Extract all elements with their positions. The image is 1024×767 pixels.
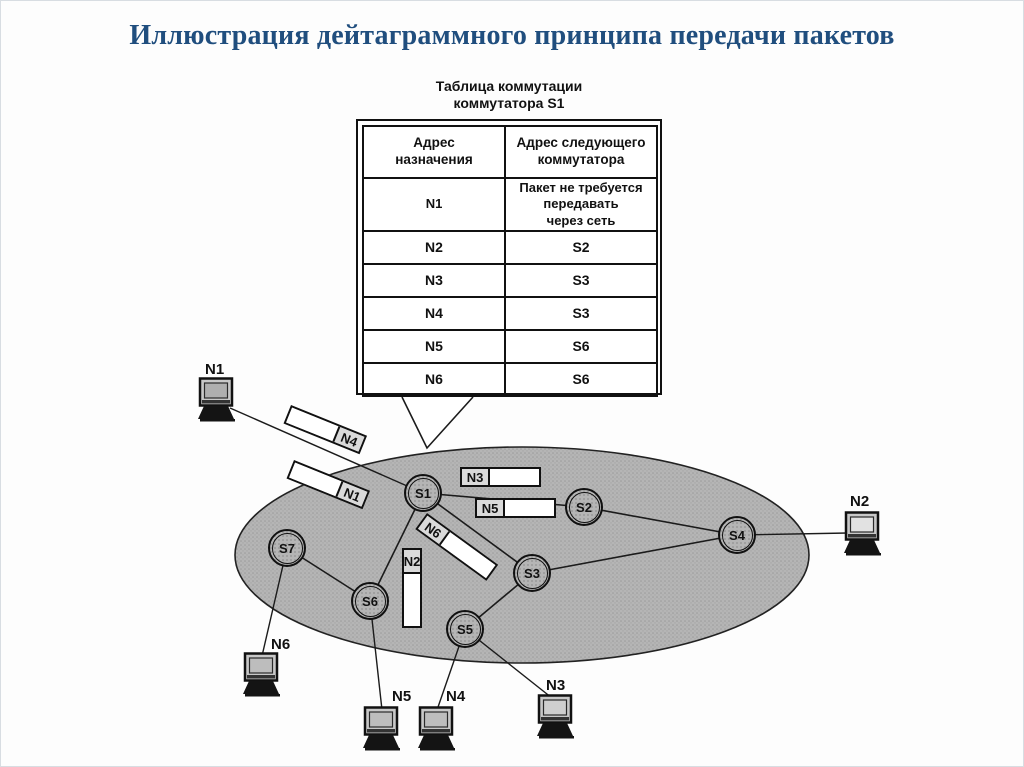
- page-title: Иллюстрация дейтаграммного принципа пере…: [129, 20, 895, 51]
- next-cell: S6: [504, 328, 658, 364]
- computer-label: N4: [446, 688, 466, 705]
- callout-pointer: [401, 396, 474, 450]
- packet-body: [505, 500, 554, 516]
- next-cell: S3: [504, 295, 658, 331]
- computer-label: N6: [271, 636, 291, 653]
- computer-label: N3: [546, 677, 566, 694]
- link-line: [229, 407, 424, 494]
- table-row: N2 S2: [362, 229, 658, 265]
- col-header-destination: Адрес назначения: [362, 125, 506, 179]
- link-line: [422, 492, 533, 574]
- switch-table-title: Таблица коммутации коммутатора S1: [435, 78, 583, 111]
- next-cell: S3: [504, 262, 658, 298]
- computer-label: N5: [392, 688, 412, 705]
- dest-cell: N5: [362, 328, 506, 364]
- link-line: [531, 534, 738, 574]
- packet-body: [490, 469, 539, 485]
- table-row: N1 Пакет не требуется передавать через с…: [362, 177, 658, 232]
- switch-node-s1: S1: [404, 474, 442, 512]
- computer-n1: [197, 377, 237, 423]
- packet-n3: N3: [460, 467, 541, 487]
- packet-body: [404, 574, 420, 626]
- computer-icon: [198, 377, 235, 422]
- computer-n6: [242, 652, 282, 698]
- dest-cell: N6: [362, 361, 506, 397]
- switch-table-grid: Адрес назначения Адрес следующего коммут…: [362, 125, 658, 397]
- next-cell: S2: [504, 229, 658, 265]
- dest-cell: N3: [362, 262, 506, 298]
- computer-label: N2: [850, 493, 870, 510]
- table-row: N6 S6: [362, 361, 658, 397]
- packet-n5: N5: [475, 498, 556, 518]
- switch-node-s3: S3: [513, 554, 551, 592]
- table-row: N5 S6: [362, 328, 658, 364]
- col-header-next-switch: Адрес следующего коммутатора: [504, 125, 658, 179]
- packet-address-label: N5: [477, 500, 505, 516]
- computer-n3: [536, 694, 576, 740]
- table-header-row: Адрес назначения Адрес следующего коммут…: [362, 125, 658, 179]
- next-cell: Пакет не требуется передавать через сеть: [504, 177, 658, 232]
- switch-node-s6: S6: [351, 582, 389, 620]
- packet-n2: N2: [402, 548, 422, 628]
- computer-n5: [362, 706, 402, 752]
- computer-icon: [537, 694, 574, 739]
- switch-table: Адрес назначения Адрес следующего коммут…: [356, 119, 662, 397]
- packet-address-label: N3: [462, 469, 490, 485]
- switch-node-s7: S7: [268, 529, 306, 567]
- dest-cell: N2: [362, 229, 506, 265]
- computer-n4: [417, 706, 457, 752]
- table-row: N3 S3: [362, 262, 658, 298]
- link-line: [369, 492, 424, 602]
- dest-cell: N1: [362, 177, 506, 232]
- switch-node-s4: S4: [718, 516, 756, 554]
- packet-address-label: N2: [404, 550, 420, 574]
- switch-node-s2: S2: [565, 488, 603, 526]
- computer-label: N1: [205, 361, 225, 378]
- computer-icon: [418, 706, 455, 751]
- computer-n2: [843, 511, 883, 557]
- switch-node-s5: S5: [446, 610, 484, 648]
- link-line: [583, 506, 738, 536]
- dest-cell: N4: [362, 295, 506, 331]
- next-cell: S6: [504, 361, 658, 397]
- computer-icon: [243, 652, 280, 697]
- table-row: N4 S3: [362, 295, 658, 331]
- computer-icon: [363, 706, 400, 751]
- computer-icon: [844, 511, 881, 556]
